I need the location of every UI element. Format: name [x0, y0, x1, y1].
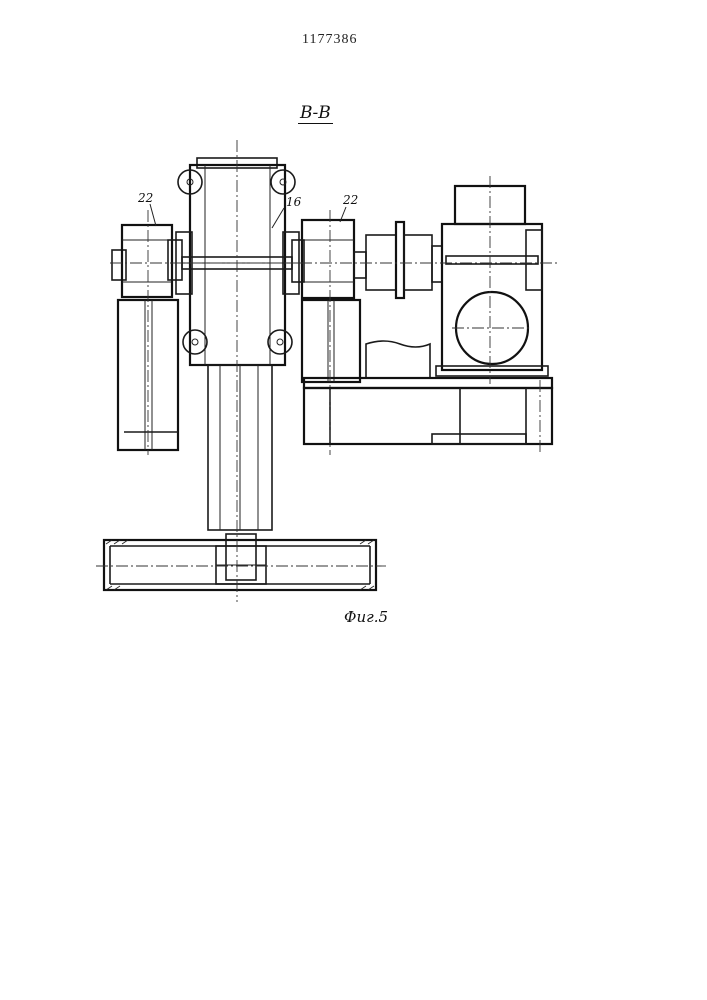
label-22-left: 22	[137, 191, 153, 205]
label-22-right: 22	[342, 193, 358, 207]
shaft-coupling	[354, 222, 442, 298]
right-gear-unit	[292, 220, 360, 382]
part-labels: 22 16 22	[137, 191, 358, 228]
gearbox	[366, 186, 548, 378]
left-gear-unit	[112, 225, 182, 450]
base-frame	[304, 378, 552, 444]
bottom-beam	[104, 534, 376, 590]
label-16: 16	[286, 195, 302, 209]
